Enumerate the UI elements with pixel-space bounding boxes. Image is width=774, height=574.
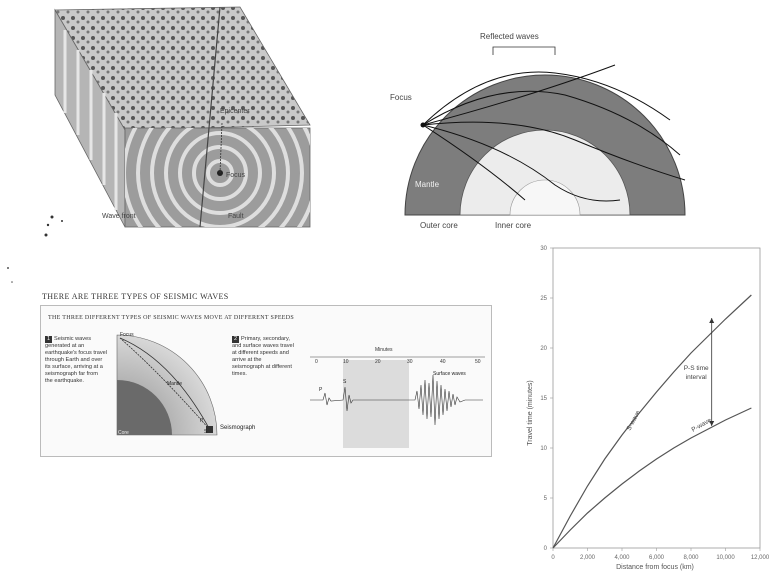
quad-label-focus: Focus	[120, 332, 134, 338]
y-tick-label: 30	[540, 246, 547, 252]
label-epicenter: Epicenter	[220, 108, 250, 115]
seismogram-s: S	[343, 379, 347, 385]
seismogram-tick: 10	[343, 359, 349, 365]
quad-label-seismograph: Seismograph	[220, 425, 255, 431]
y-tick-label: 0	[544, 546, 548, 552]
seismograph-marker	[206, 426, 213, 433]
label-mantle: Mantle	[415, 180, 440, 189]
series-label-1: P-wave	[691, 417, 714, 434]
series-line-0	[552, 294, 752, 549]
earthquake-block-diagram: Epicenter Focus Wave front Fault	[54, 6, 311, 228]
y-tick-label: 20	[540, 346, 547, 352]
series-line-1	[552, 407, 752, 549]
x-tick-label: 8,000	[683, 555, 699, 561]
block-left-rings	[63, 30, 118, 210]
focus-dot-earth	[420, 122, 426, 128]
seismogram-surface: Surface waves	[433, 371, 466, 377]
seismogram: Minutes 0 10 20 30 40 50 P S Surface wav…	[310, 347, 485, 448]
y-tick-label: 25	[540, 296, 547, 302]
stray-marks	[7, 215, 63, 283]
series-label-0: S-wave	[626, 409, 643, 432]
x-tick-label: 6,000	[649, 555, 665, 561]
chart-plot-area	[552, 247, 761, 549]
label-inner-core: Inner core	[495, 221, 532, 230]
seismogram-tick: 0	[315, 359, 318, 365]
chart-xlabel: Distance from focus (km)	[616, 564, 694, 571]
label-fault: Fault	[228, 213, 244, 220]
chart-ylabel: Travel time (minutes)	[527, 380, 534, 445]
seismogram-tick: 30	[407, 359, 413, 365]
seismic-types-subtitle: THE THREE DIFFERENT TYPES OF SEISMIC WAV…	[48, 315, 295, 321]
ray-paths	[422, 64, 686, 202]
chart-series: S-wave P-wave	[552, 294, 752, 549]
outer-core-region	[459, 129, 631, 216]
ps-interval-label-2: interval	[686, 374, 708, 381]
s-wave-highlight	[343, 360, 409, 448]
x-tick-label: 4,000	[614, 555, 630, 561]
reflected-bracket	[492, 46, 556, 55]
ps-interval-arrowhead	[709, 421, 715, 426]
x-tick-label: 10,000	[716, 555, 735, 561]
step-2-number: 2	[232, 336, 239, 343]
y-tick-label: 15	[540, 396, 547, 402]
fault-line	[199, 6, 221, 228]
label-outer-core: Outer core	[420, 221, 458, 230]
inner-core-region	[509, 179, 581, 216]
seismograph-label-svg: Seismograph	[220, 425, 255, 431]
x-tick-label: 0	[551, 555, 555, 561]
quad-label-s: S	[204, 429, 208, 435]
seismogram-p: P	[319, 387, 323, 393]
x-tick-label: 2,000	[580, 555, 596, 561]
y-tick-label: 5	[544, 496, 548, 502]
x-tick-label: 12,000	[751, 555, 770, 561]
seismogram-axis-title: Minutes	[375, 347, 393, 353]
y-tick-label: 10	[540, 446, 547, 452]
seismic-types-box	[40, 305, 492, 457]
earth-cross-section: Reflected waves Focus Mantle Outer core …	[390, 32, 686, 230]
chart-annotation: P-S time interval	[684, 318, 715, 426]
seismogram-tick: 20	[375, 359, 381, 365]
label-focus-earth: Focus	[390, 93, 412, 102]
ps-interval-label-1: P-S time	[684, 365, 709, 372]
wave-rings	[125, 128, 310, 227]
label-wave-front: Wave front	[102, 213, 136, 220]
ps-interval-arrowhead	[709, 318, 715, 323]
seismogram-tick: 40	[440, 359, 446, 365]
seismogram-trace	[310, 374, 483, 426]
step-1-body: Seismic waves generated at an earthquake…	[45, 336, 108, 384]
step-1-number: 1	[45, 336, 52, 343]
seismic-types-title: THERE ARE THREE TYPES OF SEISMIC WAVES	[42, 292, 229, 301]
chart-frame	[552, 247, 761, 549]
travel-time-chart: S-wave P-wave 0 5 10 15 20 25 30 0 2,000 4,000 6,00…	[527, 246, 770, 571]
label-reflected-waves: Reflected waves	[480, 32, 539, 41]
chart-ticks: 0 5 10 15 20 25 30 0 2,000 4,000 6,000 8,000 10,000 1…	[540, 246, 770, 561]
step-2-body: Primary, secondary, and surface waves tr…	[232, 336, 294, 377]
seismic-quadrant: Focus Mantle Core P S	[116, 332, 218, 436]
seismogram-ticks: 0 10 20 30 40 50	[315, 359, 481, 365]
label-focus-block: Focus	[226, 172, 246, 179]
quad-label-p: P	[200, 418, 204, 424]
quad-label-core: Core	[118, 430, 129, 436]
seismogram-tick: 50	[475, 359, 481, 365]
quad-label-mantle: Mantle	[167, 381, 182, 387]
